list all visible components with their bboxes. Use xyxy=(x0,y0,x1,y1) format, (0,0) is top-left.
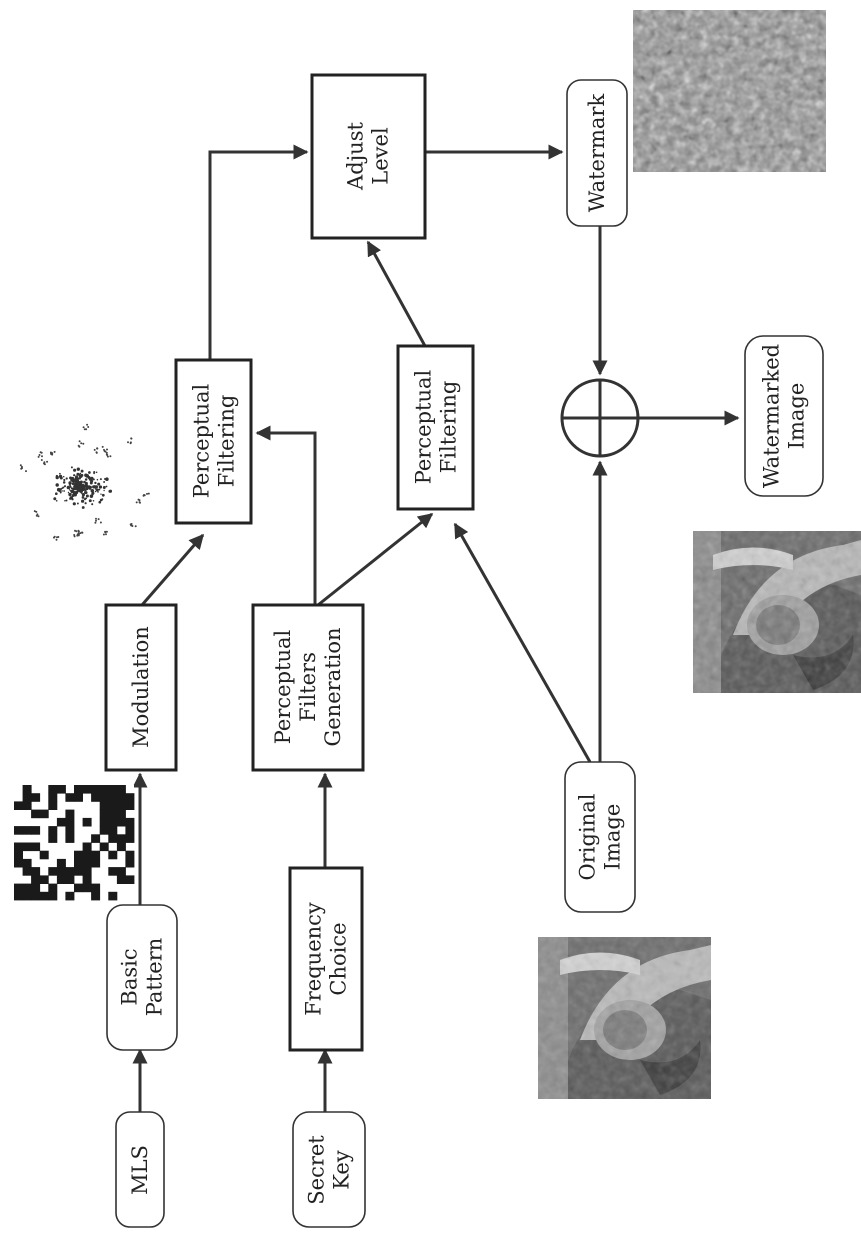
node-label-line: Perceptual xyxy=(271,629,295,744)
node-perceptual-filtering-top: PerceptualFiltering xyxy=(174,358,253,525)
node-secret-key-label: SecretKey xyxy=(305,1135,354,1205)
node-label-line: Level xyxy=(369,127,393,185)
node-label-line: Filters xyxy=(296,652,320,722)
node-label-line: Generation xyxy=(321,627,345,746)
edge-original-image-filtering-mid xyxy=(453,522,592,763)
node-modulation: Modulation xyxy=(104,603,178,772)
node-filters-generation-label: PerceptualFiltersGeneration xyxy=(271,627,345,746)
node-label-line: Original xyxy=(576,793,600,880)
node-perceptual-filtering-mid-label: PerceptualFiltering xyxy=(412,369,461,484)
node-label-line: Frequency xyxy=(302,902,326,1016)
original-photo-image xyxy=(538,937,711,1099)
node-label-line: Watermark xyxy=(585,94,609,213)
node-label-line: Modulation xyxy=(129,626,153,748)
node-frequency-choice-label: FrequencyChoice xyxy=(302,902,351,1016)
node-watermark: Watermark xyxy=(566,79,628,227)
node-secret-key: SecretKey xyxy=(292,1111,366,1228)
node-basic-pattern-label: BasicPattern xyxy=(118,938,167,1017)
node-adjust-level: AdjustLevel xyxy=(310,73,427,240)
node-adjust-level-label: AdjustLevel xyxy=(344,122,393,191)
node-watermark-label: Watermark xyxy=(585,94,609,213)
node-label-line: Perceptual xyxy=(190,383,214,498)
node-frequency-choice: FrequencyChoice xyxy=(288,866,364,1052)
edge-filters-generation-filtering-top xyxy=(255,425,317,605)
node-label-line: Adjust xyxy=(344,122,368,191)
node-label-line: Image xyxy=(785,383,809,450)
node-label-line: Secret xyxy=(305,1135,329,1205)
node-mls: MLS xyxy=(115,1111,165,1228)
node-modulation-label: Modulation xyxy=(129,626,153,748)
node-label-line: Pattern xyxy=(143,938,167,1017)
node-watermarked-image-label: WatermarkedImage xyxy=(760,344,809,488)
node-original-image: OriginalImage xyxy=(564,761,636,913)
node-perceptual-filtering-mid: PerceptualFiltering xyxy=(396,344,475,511)
node-label-line: Filtering xyxy=(437,381,461,474)
watermark-noise-image xyxy=(633,10,826,172)
node-filters-generation: PerceptualFiltersGeneration xyxy=(251,603,365,772)
modulated-spectrum-image xyxy=(19,423,150,541)
node-label-line: Filtering xyxy=(215,395,239,488)
edge-modulation-filtering-top xyxy=(140,533,205,606)
edge-filtering-top-adjust-level xyxy=(208,144,309,360)
sum-node xyxy=(560,378,640,458)
node-label-line: Basic xyxy=(118,948,142,1005)
edge-filters-generation-filtering-mid xyxy=(317,512,434,607)
node-basic-pattern: BasicPattern xyxy=(106,904,178,1051)
edges xyxy=(132,144,740,1112)
node-label-line: Perceptual xyxy=(412,369,436,484)
node-label-line: Key xyxy=(330,1150,354,1190)
node-label-line: MLS xyxy=(128,1145,152,1195)
node-label-line: Image xyxy=(601,804,625,871)
node-perceptual-filtering-top-label: PerceptualFiltering xyxy=(190,383,239,498)
binary-pattern-image xyxy=(14,785,135,901)
node-label-line: Choice xyxy=(327,922,351,995)
node-label-line: Watermarked xyxy=(760,344,784,488)
watermarked-photo-image xyxy=(693,531,861,693)
nodes: MLS BasicPattern Modulation SecretKey Fr… xyxy=(104,73,824,1228)
node-original-image-label: OriginalImage xyxy=(576,793,625,880)
node-mls-label: MLS xyxy=(128,1145,152,1195)
edge-filtering-mid-adjust-level xyxy=(366,240,427,347)
node-watermarked-image: WatermarkedImage xyxy=(744,335,824,497)
